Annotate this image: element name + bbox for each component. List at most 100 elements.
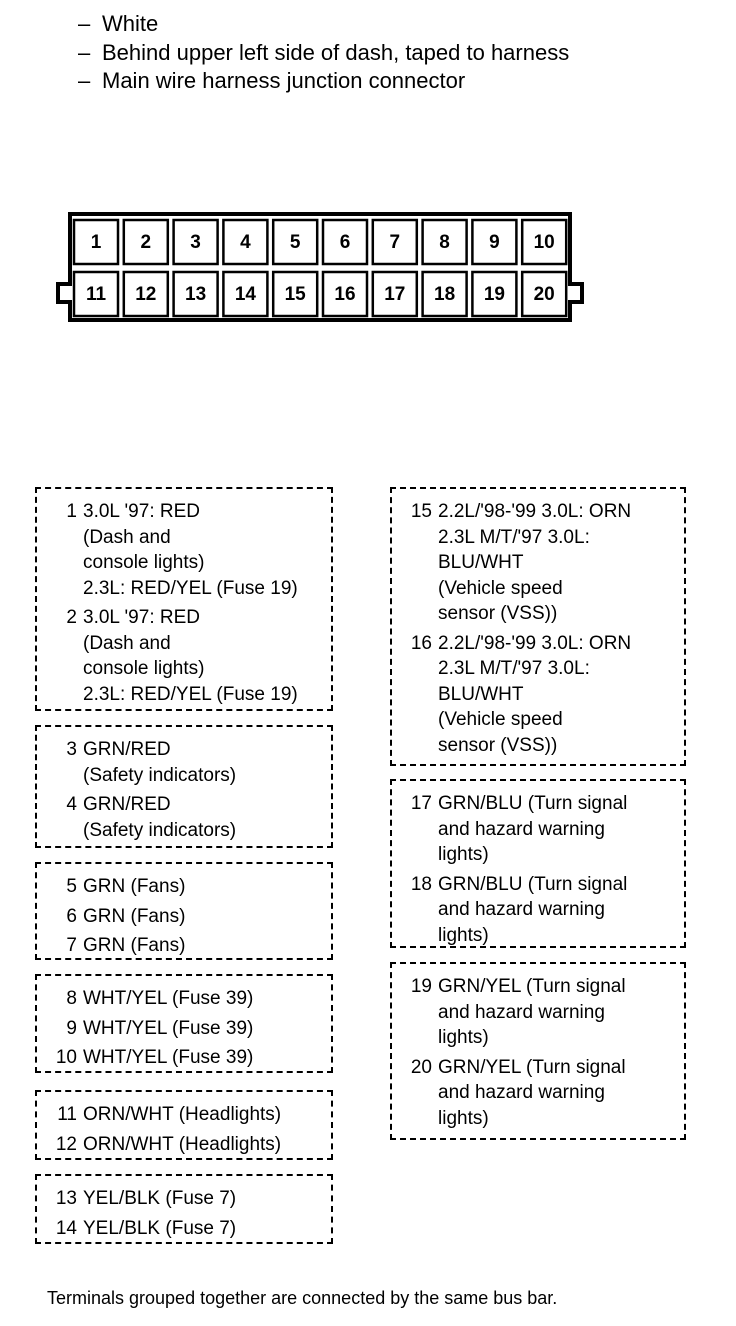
pin-label: 3 xyxy=(190,231,201,253)
pin-label: 4 xyxy=(240,231,251,253)
pin-label: 20 xyxy=(533,283,555,305)
terminal-description: GRN/BLU (Turn signal and hazard warning … xyxy=(438,873,628,946)
terminal-entry: 20 GRN/YEL (Turn signal and hazard warnin… xyxy=(400,1055,676,1132)
pin-cavity xyxy=(222,218,269,266)
terminal-entry: 4 GRN/RED (Safety indicators) xyxy=(45,792,323,843)
terminal-entry: 9 WHT/YEL (Fuse 39) xyxy=(45,1016,323,1042)
pin-label: 15 xyxy=(284,283,306,305)
terminal-group-15-16: 15 2.2L/'98-'99 3.0L: ORN 2.3L M/T/'97 3.… xyxy=(390,487,686,766)
pin-label: 16 xyxy=(334,283,356,305)
terminal-description: GRN/YEL (Turn signal and hazard warning … xyxy=(438,1056,626,1129)
terminal-entry: 5 GRN (Fans) xyxy=(45,874,323,900)
terminal-description: YEL/BLK (Fuse 7) xyxy=(83,1217,237,1239)
terminal-number: 12 xyxy=(55,1133,77,1155)
terminal-number: 20 xyxy=(410,1056,432,1078)
dash-bullet: – xyxy=(78,39,91,65)
pin-cavity xyxy=(122,270,170,318)
terminal-number: 4 xyxy=(66,794,77,815)
terminal-description: GRN/BLU (Turn signal and hazard warning … xyxy=(438,793,628,865)
pin-cavity xyxy=(520,270,568,318)
terminal-entry: 18 GRN/BLU (Turn signal and hazard warnin… xyxy=(400,872,676,949)
note-text: Behind upper left side of dash, taped to… xyxy=(102,39,570,65)
pin-cavity xyxy=(471,270,518,318)
terminal-entry: 12 ORN/WHT (Headlights) xyxy=(45,1132,323,1158)
pin-cavity xyxy=(421,218,468,266)
pin-label: 14 xyxy=(234,283,256,305)
terminal-description: 2.2L/'98-'99 3.0L: ORN 2.3L M/T/'97 3.0L… xyxy=(438,501,632,624)
pin-cavity xyxy=(371,218,419,266)
pin-label: 10 xyxy=(533,231,555,253)
terminal-number: 15 xyxy=(410,501,432,522)
note-line-location: –Behind upper left side of dash, taped t… xyxy=(78,39,569,68)
terminal-entry: 16 2.2L/'98-'99 3.0L: ORN 2.3L M/T/'97 3.… xyxy=(400,631,676,759)
terminal-number: 14 xyxy=(55,1217,77,1239)
note-text: White xyxy=(102,11,159,36)
header-notes: –White –Behind upper left side of dash, … xyxy=(78,10,569,96)
pin-cavity xyxy=(321,270,369,318)
terminal-number: 10 xyxy=(55,1047,77,1068)
pin-cavity xyxy=(271,218,319,266)
terminal-description: GRN (Fans) xyxy=(83,876,186,897)
terminal-number: 16 xyxy=(410,632,432,654)
terminal-entry: 15 2.2L/'98-'99 3.0L: ORN 2.3L M/T/'97 3.… xyxy=(400,499,676,627)
pin-label: 19 xyxy=(483,283,505,305)
terminal-number: 17 xyxy=(410,793,432,814)
pin-cavity xyxy=(520,218,568,266)
terminal-number: 5 xyxy=(66,876,77,897)
terminal-description: YEL/BLK (Fuse 7) xyxy=(83,1188,237,1209)
terminal-description: GRN/RED (Safety indicators) xyxy=(83,794,237,841)
terminal-number: 8 xyxy=(66,988,77,1009)
terminal-description: WHT/YEL (Fuse 39) xyxy=(83,1047,254,1068)
terminal-entry: 10 WHT/YEL (Fuse 39) xyxy=(45,1045,323,1071)
terminal-description: ORN/WHT (Headlights) xyxy=(83,1133,282,1155)
pin-label: 17 xyxy=(384,283,406,305)
terminal-description: 3.0L '97: RED (Dash and console lights) … xyxy=(83,501,298,599)
note-line-color: –White xyxy=(78,10,569,39)
pin-label: 9 xyxy=(489,231,500,253)
pin-cavity xyxy=(222,270,269,318)
pin-cavity xyxy=(471,218,518,266)
pin-label: 1 xyxy=(90,231,102,253)
terminal-entry: 14 YEL/BLK (Fuse 7) xyxy=(45,1216,323,1242)
terminal-entry: 13 YEL/BLK (Fuse 7) xyxy=(45,1186,323,1212)
pin-label: 6 xyxy=(339,231,351,253)
note-text: Main wire harness junction connector xyxy=(102,68,466,93)
terminal-number: 9 xyxy=(66,1017,77,1039)
terminal-description: WHT/YEL (Fuse 39) xyxy=(83,988,254,1009)
pin-label: 7 xyxy=(389,231,401,253)
dash-bullet: – xyxy=(78,11,91,36)
pin-cavity xyxy=(72,218,120,266)
pin-label: 12 xyxy=(135,283,157,305)
pin-cavity xyxy=(172,270,219,318)
terminal-description: WHT/YEL (Fuse 39) xyxy=(83,1017,254,1039)
pin-label: 13 xyxy=(185,283,207,305)
pin-cavity xyxy=(122,218,170,266)
terminal-description: GRN (Fans) xyxy=(83,935,186,956)
terminal-number: 18 xyxy=(410,873,432,895)
note-line-description: –Main wire harness junction connector xyxy=(78,67,569,96)
terminal-number: 11 xyxy=(57,1104,77,1125)
pin-label: 5 xyxy=(289,231,301,253)
pin-cavity xyxy=(421,270,468,318)
pin-cavity xyxy=(321,218,369,266)
terminal-entry: 8 WHT/YEL (Fuse 39) xyxy=(45,986,323,1012)
terminal-number: 7 xyxy=(66,935,77,956)
pin-cavity xyxy=(371,270,419,318)
terminal-description: 2.2L/'98-'99 3.0L: ORN 2.3L M/T/'97 3.0L… xyxy=(438,632,632,756)
terminal-number: 13 xyxy=(55,1188,77,1209)
pin-label: 11 xyxy=(85,283,107,305)
footer-note: Terminals grouped together are connected… xyxy=(47,1288,558,1308)
